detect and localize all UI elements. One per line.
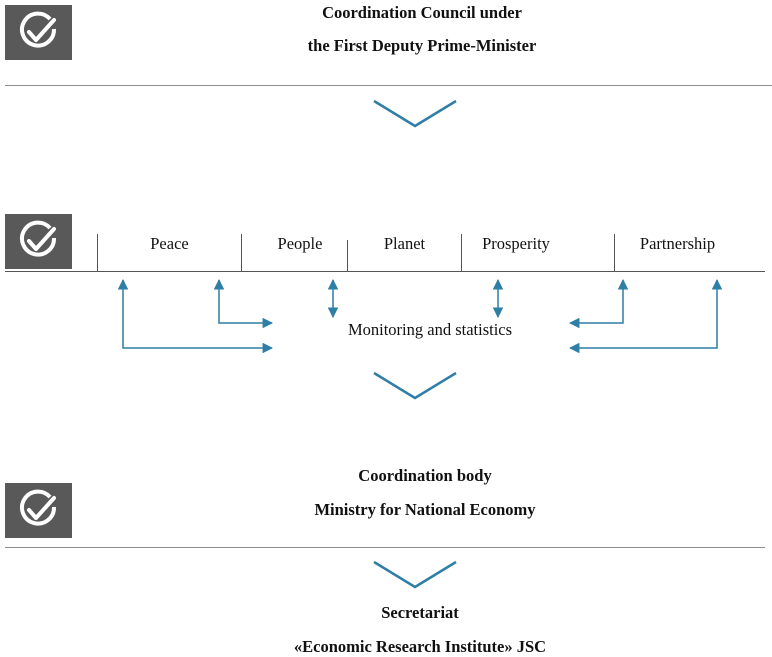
check-circle-icon [20, 220, 57, 257]
check-badge-pillars [5, 214, 72, 269]
pillar-separator [347, 240, 348, 271]
chevron-down-icon [373, 371, 457, 400]
check-circle-icon [20, 489, 57, 526]
council-title-line1: Coordination Council under [322, 3, 522, 22]
pillar-planet: Planet [383, 234, 426, 253]
pillar-separator [97, 234, 98, 271]
check-badge-council [5, 5, 72, 60]
chevron-down-icon [373, 560, 457, 589]
pillar-partnership: Partnership [639, 234, 716, 253]
arrow-peace-monitoring [117, 278, 274, 354]
chevron-down-icon [373, 99, 457, 128]
secretariat-title-line1: Secretariat [381, 603, 459, 622]
pillar-peace: Peace [150, 234, 189, 253]
arrow-partnership-inner-monitoring [568, 278, 629, 329]
arrow-people-monitoring [213, 278, 274, 329]
divider-coordination [5, 547, 765, 548]
monitoring-label: Monitoring and statistics [347, 320, 513, 339]
pillar-separator [614, 234, 615, 271]
check-badge-coordination [5, 483, 72, 538]
coordination-title-line1: Coordination body [358, 466, 492, 485]
pillar-separator [241, 234, 242, 271]
check-circle-icon [20, 11, 57, 48]
pillar-people: People [277, 234, 323, 253]
pillar-prosperity: Prosperity [482, 234, 550, 253]
divider-council [5, 85, 772, 86]
arrow-partnership-outer-monitoring [568, 278, 723, 354]
council-title-line2: the First Deputy Prime-Minister [307, 36, 537, 55]
secretariat-title-line2: «Economic Research Institute» JSC [293, 637, 547, 656]
pillar-separator [461, 234, 462, 271]
coordination-title-line2: Ministry for National Economy [314, 500, 536, 519]
divider-pillars [5, 271, 765, 272]
